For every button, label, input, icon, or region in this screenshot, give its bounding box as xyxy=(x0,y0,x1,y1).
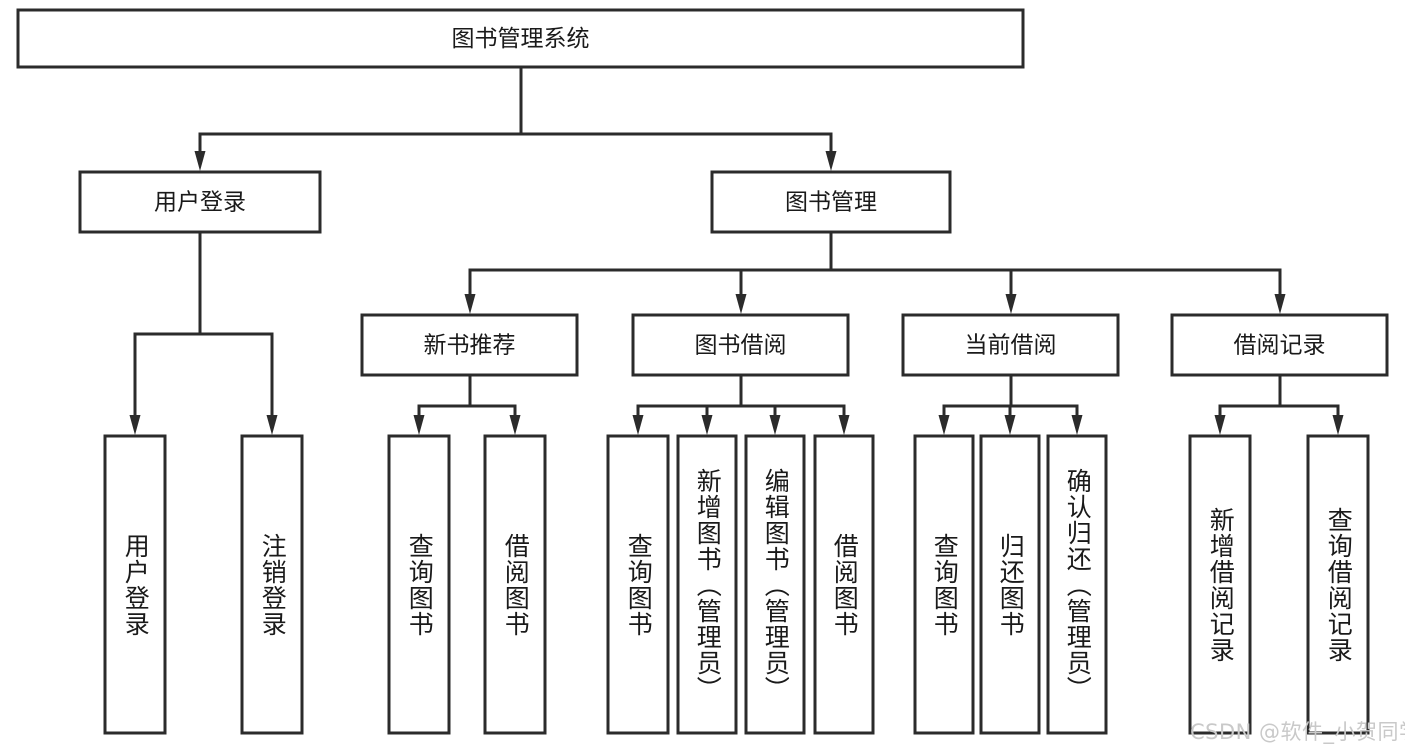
node-box-layer xyxy=(16,8,1389,735)
node-box-leaf-rec-query-book[interactable] xyxy=(387,434,451,735)
node-box-book-borrow[interactable] xyxy=(631,313,850,377)
node-box-new-book-rec[interactable] xyxy=(360,313,579,377)
node-box-leaf-borrow-book[interactable] xyxy=(813,434,875,735)
edge-group-user-login xyxy=(129,230,278,435)
node-label-current-borrow: 当前借阅 xyxy=(965,333,1057,359)
node-box-leaf-return-book[interactable] xyxy=(979,434,1041,735)
arrow-head xyxy=(1274,294,1286,314)
arrow-head xyxy=(266,415,278,435)
arrow-head xyxy=(769,415,781,435)
arrow-head xyxy=(735,294,747,314)
node-box-root[interactable] xyxy=(16,8,1025,69)
node-box-leaf-edit-book-admin[interactable] xyxy=(744,434,806,735)
arrow-head xyxy=(413,415,425,435)
node-box-leaf-borrow-query-book[interactable] xyxy=(606,434,670,735)
node-box-leaf-add-borrow-record[interactable] xyxy=(1188,434,1252,735)
arrow-head xyxy=(509,415,521,435)
node-label-root: 图书管理系统 xyxy=(452,26,590,52)
node-box-leaf-confirm-return-admin[interactable] xyxy=(1046,434,1108,735)
edge-group-book-borrow xyxy=(632,373,850,435)
arrow-head xyxy=(464,294,476,314)
arrow-head xyxy=(632,415,644,435)
arrow-head xyxy=(194,151,206,171)
connector-layer xyxy=(129,65,1344,435)
node-label-new-book-rec: 新书推荐 xyxy=(424,333,516,359)
arrow-head xyxy=(938,415,950,435)
node-label-book-manage: 图书管理 xyxy=(785,190,877,216)
arrow-head xyxy=(1214,415,1226,435)
arrow-head xyxy=(1332,415,1344,435)
arrow-head xyxy=(825,151,837,171)
node-box-book-manage[interactable] xyxy=(710,170,952,234)
edge-group-current-borrow xyxy=(938,373,1083,435)
node-box-leaf-rec-borrow-book[interactable] xyxy=(483,434,547,735)
arrow-head xyxy=(838,415,850,435)
edge-group-book-manage xyxy=(464,230,1286,314)
edge-group-new-book-rec xyxy=(413,373,521,435)
node-box-leaf-query-borrow-record[interactable] xyxy=(1306,434,1370,735)
watermark-text: CSDN @软件_小贺同学 xyxy=(1190,720,1405,744)
node-box-current-borrow[interactable] xyxy=(901,313,1120,377)
node-box-leaf-cur-query-book[interactable] xyxy=(913,434,975,735)
arrow-head xyxy=(1005,294,1017,314)
arrow-head xyxy=(1071,415,1083,435)
node-label-book-borrow: 图书借阅 xyxy=(695,333,787,359)
node-label-borrow-record: 借阅记录 xyxy=(1234,333,1326,359)
node-box-leaf-user-login[interactable] xyxy=(103,434,167,735)
node-box-user-login[interactable] xyxy=(78,170,322,234)
arrow-head xyxy=(129,415,141,435)
edge-group-borrow-record xyxy=(1214,373,1344,435)
node-label-user-login: 用户登录 xyxy=(154,190,246,216)
node-box-leaf-user-logout[interactable] xyxy=(240,434,304,735)
edge-group-root xyxy=(194,65,837,171)
arrow-head xyxy=(701,415,713,435)
arrow-head xyxy=(1004,415,1016,435)
node-box-leaf-add-book-admin[interactable] xyxy=(676,434,738,735)
node-box-borrow-record[interactable] xyxy=(1170,313,1389,377)
